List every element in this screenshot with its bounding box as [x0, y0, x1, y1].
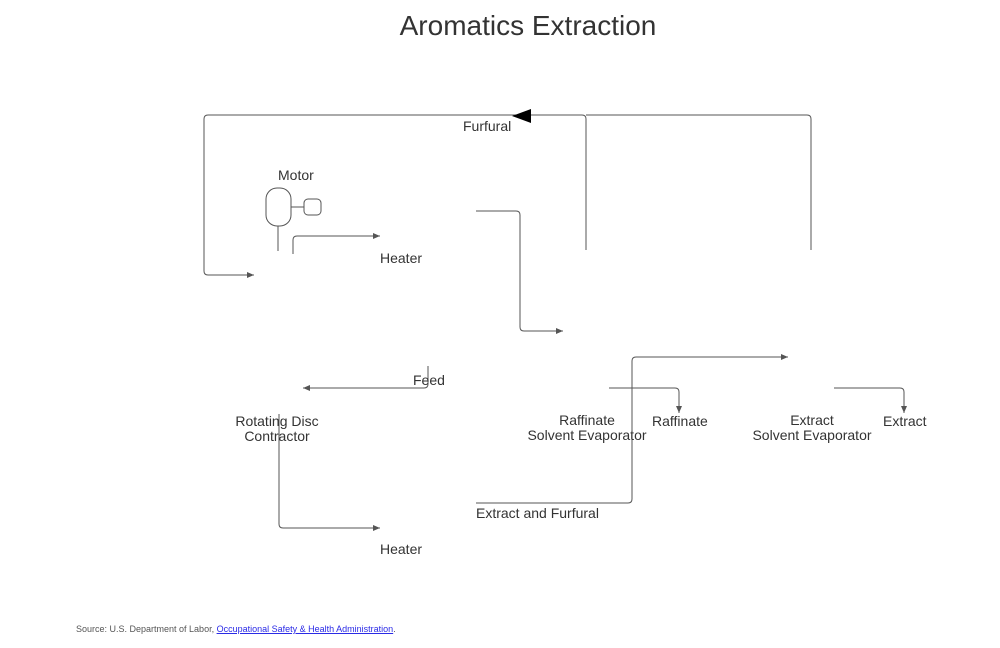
- extract-and-furfural-label: Extract and Furfural: [476, 505, 599, 521]
- contactor-to-bottom-heater-line: [278, 414, 380, 531]
- rotating-disc-contractor-label: Rotating Disc Contractor: [227, 413, 327, 444]
- raffinate-outlet-line: [609, 387, 682, 413]
- extract-solvent-evaporator-label: Extract Solvent Evaporator: [749, 412, 875, 443]
- bottom-heater-label: Heater: [380, 541, 423, 557]
- source-suffix: .: [393, 624, 396, 634]
- extract-solvent-evaporator-line1: Extract: [790, 412, 834, 428]
- raffinate-solvent-evaporator-line2: Solvent Evaporator: [527, 427, 647, 443]
- top-heater-label: Heater: [380, 250, 423, 266]
- rotating-disc-contractor-line1: Rotating Disc: [235, 413, 319, 429]
- source-attribution: Source: U.S. Department of Labor, Occupa…: [76, 624, 396, 634]
- extract-product-label: Extract: [883, 413, 927, 429]
- osha-link[interactable]: Occupational Safety & Health Administrat…: [216, 624, 394, 634]
- furfural-recycle-line: [203, 114, 587, 278]
- extract-outlet-line: [834, 387, 907, 413]
- rotating-disc-contractor-line2: Contractor: [244, 428, 310, 444]
- top-heater-inlet-line: [292, 233, 380, 254]
- extract-furfural-return-line: [586, 114, 812, 250]
- extract-solvent-evaporator-line2: Solvent Evaporator: [752, 427, 872, 443]
- furfural-flow-arrowhead: [512, 109, 531, 123]
- diagram-title: Aromatics Extraction: [399, 10, 657, 41]
- raffinate-solvent-evaporator-line1: Raffinate: [559, 412, 615, 428]
- extract-and-furfural-line: [476, 354, 788, 504]
- source-prefix: Source: U.S. Department of Labor,: [76, 624, 217, 634]
- raffinate-product-label: Raffinate: [652, 413, 708, 429]
- motor-coupling: [303, 198, 322, 216]
- motor-body: [265, 187, 292, 227]
- raffinate-to-evaporator-line: [476, 210, 563, 334]
- feed-line: [303, 366, 429, 391]
- motor-label: Motor: [278, 167, 314, 183]
- furfural-label: Furfural: [463, 118, 512, 134]
- feed-label: Feed: [413, 372, 445, 388]
- raffinate-solvent-evaporator-label: Raffinate Solvent Evaporator: [524, 412, 650, 443]
